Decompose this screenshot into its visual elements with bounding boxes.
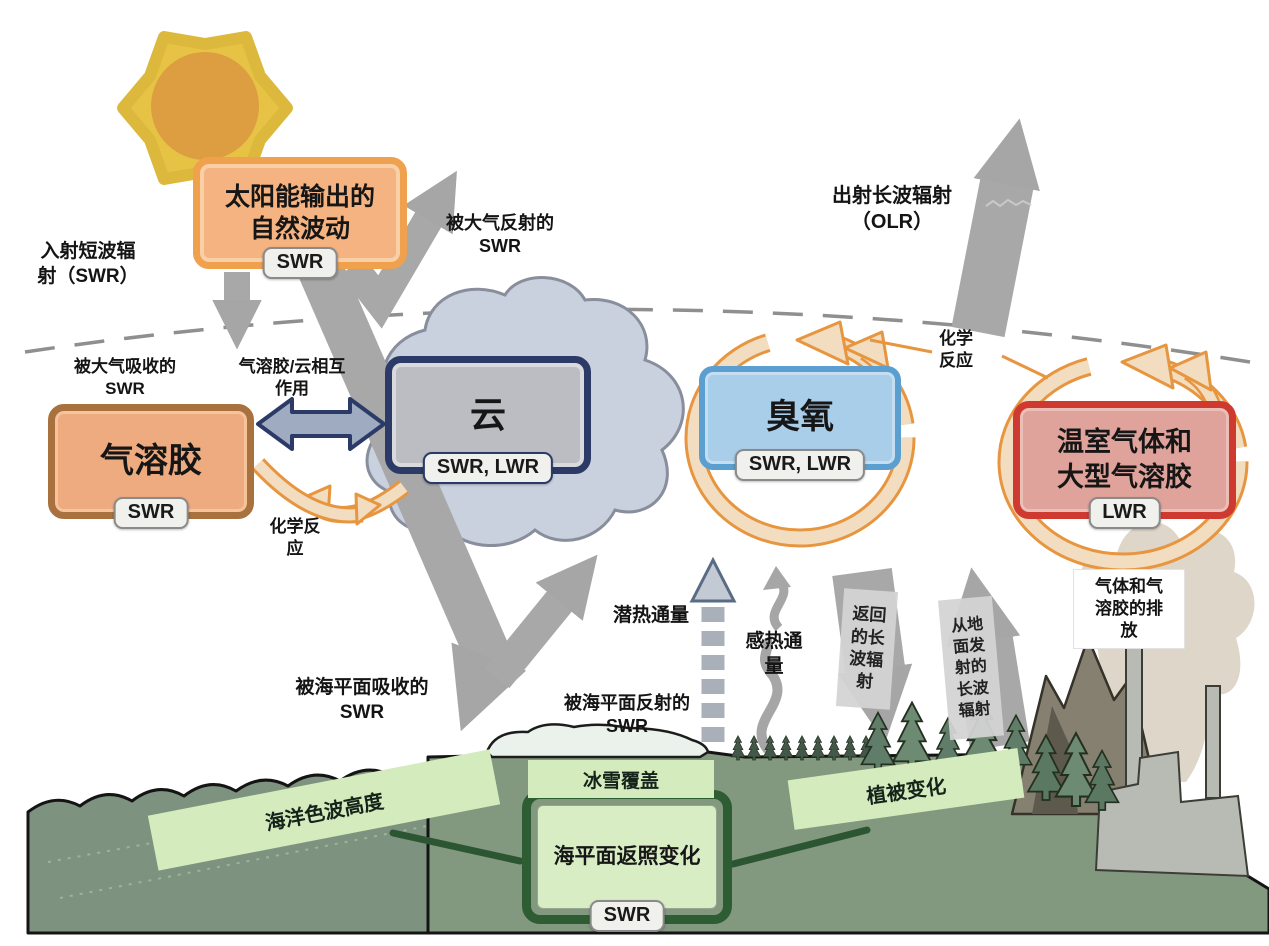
tag-clouds-swr-lwr: SWR, LWR <box>422 452 554 484</box>
box-solar-output: 太阳能输出的 自然波动 SWR <box>193 157 407 279</box>
tag-aerosols-swr: SWR <box>113 497 189 529</box>
label-latent-heat-flux: 潜热通量 <box>612 605 689 626</box>
box-aerosols: 气溶胶 SWR <box>48 404 254 529</box>
label-chemical-reaction-left: 化学反 应 <box>269 517 321 559</box>
label-outgoing-lwr: 出射长波辐射 （OLR） <box>832 185 952 233</box>
tag-ghg-lwr: LWR <box>1088 497 1161 529</box>
label-aerosol-cloud-interaction: 气溶胶/云相互 作用 <box>238 357 346 399</box>
tag-albedo-swr: SWR <box>589 900 665 932</box>
box-aerosols-title: 气溶胶 <box>100 441 202 480</box>
tag-solar-swr: SWR <box>262 247 338 279</box>
chemistry-arrows-left <box>251 458 410 526</box>
ghg-cycle-ring <box>997 343 1249 572</box>
ice-sheet <box>485 723 710 759</box>
box-ozone-title: 臭氧 <box>766 398 834 437</box>
box-greenhouse-gases: 温室气体和 大型气溶胶 LWR <box>1013 401 1236 529</box>
factory <box>1094 645 1250 878</box>
label-reflected-atm-swr: 被大气反射的 SWR <box>446 213 554 257</box>
label-back-longwave: 返回 的长 波辐 射 <box>835 588 899 710</box>
label-ice-snow-cover: 冰雪覆盖 <box>528 760 714 798</box>
box-ozone: 臭氧 SWR, LWR <box>699 366 901 481</box>
box-clouds: 云 SWR, LWR <box>385 356 591 484</box>
label-sensible-heat-flux: 感热通 量 <box>745 631 803 677</box>
box-clouds-title: 云 <box>469 393 506 435</box>
label-absorbed-atm-swr: 被大气吸收的 SWR <box>74 357 176 399</box>
tag-ozone-swr-lwr: SWR, LWR <box>734 449 866 481</box>
label-reflected-sea-swr: 被海平面反射的 SWR <box>564 693 690 737</box>
label-chemical-reaction-right: 化学 反应 <box>939 329 973 371</box>
aerosol-cloud-double-arrow <box>256 397 386 451</box>
label-incoming-swr: 入射短波辐 射（SWR） <box>37 241 139 287</box>
box-ghg-title: 温室气体和 大型气溶胶 <box>1057 427 1192 492</box>
atmosphere-dashed-line <box>24 307 1251 364</box>
label-gas-aerosol-emissions: 气体和气 溶胶的排 放 <box>1074 570 1184 649</box>
box-albedo-title: 海平面返照变化 <box>537 805 717 909</box>
box-solar-title: 太阳能输出的 自然波动 <box>224 183 375 243</box>
box-sea-albedo-change: 海平面返照变化 SWR <box>522 790 732 932</box>
albedo-connectors <box>389 826 871 868</box>
chem-pointer-lines <box>869 338 1049 380</box>
label-absorbed-sea-swr: 被海平面吸收的 SWR <box>295 677 429 723</box>
